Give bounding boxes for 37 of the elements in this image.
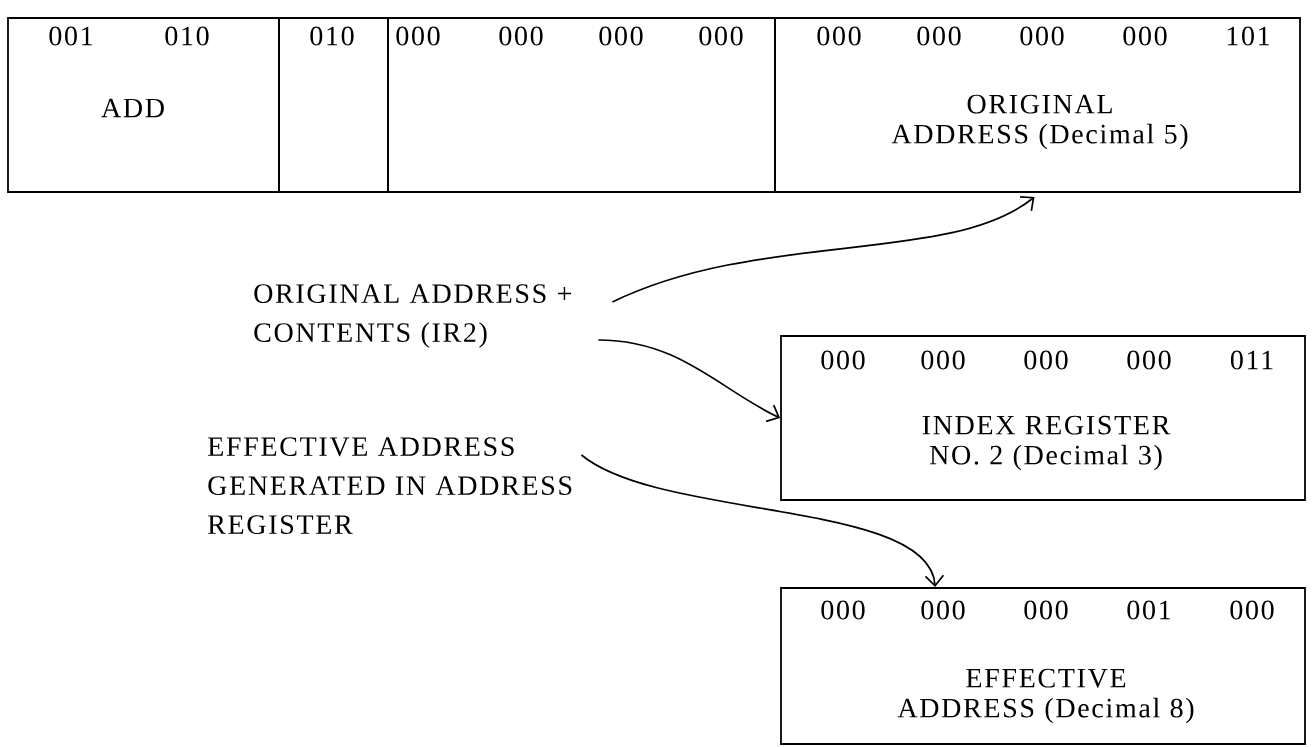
register-field [780,587,1306,745]
bit-group: 010 [165,26,209,46]
bit-group: 000 [1024,350,1068,370]
field-label: EFFECTIVE ADDRESS (Decimal 8) [897,668,1194,724]
field-label: ORIGINAL ADDRESS (Decimal 5) [891,94,1188,150]
register-field [7,17,280,193]
annotation-text: ORIGINAL ADDRESS + CONTENTS (IR2) [254,284,571,348]
curved-arrow [611,196,1035,303]
bit-group: 000 [917,26,961,46]
bit-group: 000 [1127,350,1171,370]
bit-group: 010 [310,26,354,46]
bit-group: 000 [499,26,543,46]
bit-group: 000 [921,600,965,620]
bit-group: 000 [1123,26,1167,46]
register-field [278,17,389,193]
bit-group: 000 [821,350,865,370]
register-field [387,17,776,193]
register-field [774,17,1301,193]
bit-group: 000 [396,26,440,46]
annotation-text: EFFECTIVE ADDRESS GENERATED IN ADDRESS REGISTER [208,437,572,534]
bit-group: 000 [599,26,643,46]
bit-group: 001 [49,26,92,46]
bit-group: 000 [821,600,865,620]
bit-group: 101 [1227,26,1269,46]
bit-group: 001 [1127,600,1170,620]
field-label: INDEX REGISTER NO. 2 (Decimal 3) [922,415,1171,471]
bit-group: 000 [699,26,743,46]
bit-group: 000 [921,350,965,370]
bit-group: 011 [1230,350,1273,370]
bit-group: 000 [1020,26,1064,46]
bit-group: 000 [817,26,861,46]
curved-arrow [580,454,945,588]
curved-arrow [597,339,781,423]
bit-group: 000 [1230,600,1274,620]
register-field [780,335,1306,501]
bit-group: 000 [1024,600,1068,620]
field-label: ADD [101,98,164,118]
